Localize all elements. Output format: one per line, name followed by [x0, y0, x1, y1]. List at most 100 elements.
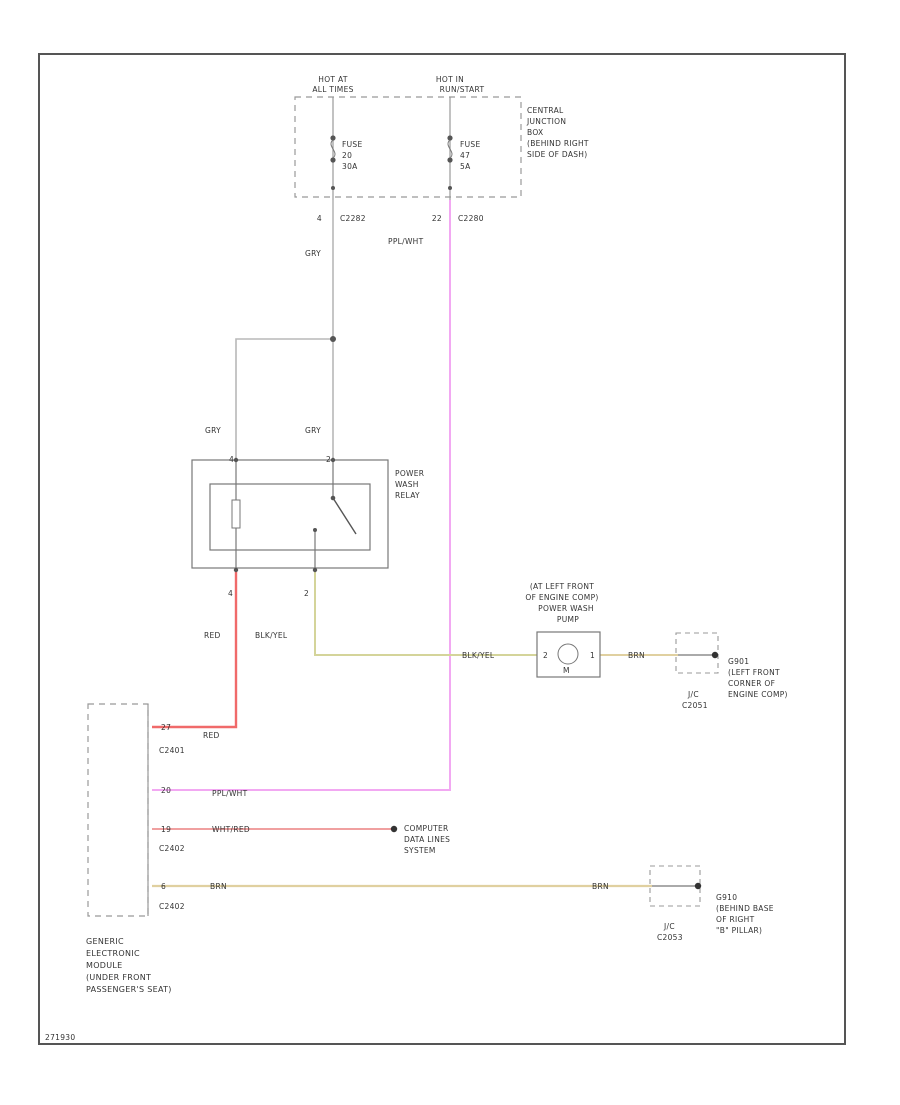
- cjb-pin-a: 4: [317, 214, 322, 223]
- pump-motor-icon: [557, 643, 579, 665]
- wire-gry-right-label: GRY: [305, 426, 321, 435]
- relay-label-2: WASH: [395, 480, 419, 489]
- gem-pin-red: 27: [161, 723, 171, 732]
- diagram-frame: [38, 53, 846, 1045]
- pump-pin-code: M: [563, 666, 570, 675]
- hot-at-all-times-label-2: ALL TIMES: [312, 85, 353, 94]
- relay-coil: [231, 499, 241, 529]
- jc-c2051-code: C2051: [682, 701, 708, 710]
- wire-blk-yel-label: BLK/YEL: [255, 631, 288, 640]
- relay-label-1: POWER: [395, 469, 424, 478]
- cjb-label-3: BOX: [527, 128, 543, 137]
- cjb-label-1: CENTRAL: [527, 106, 564, 115]
- gem-conn-whtred: C2402: [159, 844, 185, 853]
- gem-label-3: MODULE: [86, 961, 123, 970]
- computer-label-1: COMPUTER: [404, 824, 449, 833]
- hot-at-all-times-label-1: HOT AT: [318, 75, 348, 84]
- pump-box: [536, 631, 601, 678]
- wire-red-label: RED: [204, 631, 221, 640]
- gem-outline: [87, 703, 149, 917]
- gem-label-5: PASSENGER'S SEAT): [86, 985, 172, 994]
- computer-data-lines-dot: [390, 825, 398, 833]
- g910-label-1: G910: [716, 893, 737, 902]
- fuse-20-label-1: FUSE: [342, 140, 363, 149]
- gem-pin-ppl: 20: [161, 786, 171, 795]
- relay-pin-bottom-right: 2: [304, 589, 309, 598]
- wire-wht-red-label: WHT/RED: [212, 825, 250, 834]
- power-wash-pump: (AT LEFT FRONT OF ENGINE COMP) POWER WAS…: [525, 582, 601, 678]
- g901-label-1: G901: [728, 657, 749, 666]
- relay-switch-arm: [332, 497, 357, 535]
- wire-blk-yel-pump-label: BLK/YEL: [462, 651, 495, 660]
- wire-gry-branch: [235, 338, 333, 458]
- wire-brn-right-label: BRN: [592, 882, 609, 891]
- pump-label-2: OF ENGINE COMP): [525, 593, 598, 602]
- g910-label-4: "B" PILLAR): [716, 926, 762, 935]
- fuse-20: FUSE 20 30A: [330, 97, 362, 200]
- power-wash-relay: POWER WASH RELAY 4 2 4 2: [191, 455, 424, 598]
- jc-c2051-label: J/C: [687, 690, 699, 699]
- hot-in-run-start-label-1: HOT IN: [436, 75, 464, 84]
- wire-ppl-wht-module-label: PPL/WHT: [212, 789, 248, 798]
- cjb-pin-b: 22: [432, 214, 442, 223]
- wire-red: [152, 572, 238, 729]
- hot-in-run-start-label-2: RUN/START: [440, 85, 485, 94]
- gem-label-1: GENERIC: [86, 937, 124, 946]
- fuse-20-label-2: 20: [342, 151, 352, 160]
- wire-gry-label: GRY: [305, 249, 321, 258]
- wire-ppl-wht: [152, 200, 451, 791]
- fuse-47-label-3: 5A: [460, 162, 471, 171]
- wire-brn-pump-label: BRN: [628, 651, 645, 660]
- relay-label-3: RELAY: [395, 491, 420, 500]
- wire-red-module-label: RED: [203, 731, 220, 740]
- cjb-label-2: JUNCTION: [526, 117, 566, 126]
- ground-g901: J/C C2051 G901 (LEFT FRONT CORNER OF ENG…: [675, 632, 788, 710]
- gem-conn-red: C2401: [159, 746, 185, 755]
- generic-electronic-module: 27 C2401 20 19 C2402 6 C2402 RED PPL/WHT…: [86, 703, 248, 994]
- cjb-label-4: (BEHIND RIGHT: [527, 139, 589, 148]
- wire-ppl-wht-top-label: PPL/WHT: [388, 237, 424, 246]
- relay-inner: [209, 483, 371, 551]
- pump-pin-right: 1: [590, 651, 595, 660]
- computer-label-3: SYSTEM: [404, 846, 436, 855]
- g901-label-4: ENGINE COMP): [728, 690, 788, 699]
- diagram-code: 271930: [45, 1033, 75, 1042]
- computer-label-2: DATA LINES: [404, 835, 450, 844]
- gem-conn-brn: C2402: [159, 902, 185, 911]
- g901-label-2: (LEFT FRONT: [728, 668, 780, 677]
- gem-label-2: ELECTRONIC: [86, 949, 140, 958]
- relay-pin-top-left: 4: [229, 455, 234, 464]
- pump-label-1: (AT LEFT FRONT: [530, 582, 594, 591]
- pump-label-4: PUMP: [557, 615, 579, 624]
- jc-c2053-label: J/C: [663, 922, 675, 931]
- gem-pin-whtred: 19: [161, 825, 171, 834]
- jc-c2051-box: [675, 632, 719, 674]
- fuse-47-label-1: FUSE: [460, 140, 481, 149]
- pump-label-3: POWER WASH: [538, 604, 594, 613]
- g910-label-2: (BEHIND BASE: [716, 904, 774, 913]
- relay-outer: [191, 459, 389, 569]
- cjb-conn-a: C2282: [340, 214, 366, 223]
- cjb-label-5: SIDE OF DASH): [527, 150, 587, 159]
- fuse-20-label-3: 30A: [342, 162, 358, 171]
- wire-brn-module-label: BRN: [210, 882, 227, 891]
- g910-label-3: OF RIGHT: [716, 915, 755, 924]
- wire-gry-left-label: GRY: [205, 426, 221, 435]
- fuse-47-label-2: 47: [460, 151, 470, 160]
- splice-gry: [330, 336, 336, 342]
- ground-g910: J/C C2053 G910 (BEHIND BASE OF RIGHT "B"…: [649, 865, 774, 942]
- pump-pin-left: 2: [543, 651, 548, 660]
- fuse-47: FUSE 47 5A: [447, 97, 480, 200]
- relay-pin-top-right: 2: [326, 455, 331, 464]
- g901-label-3: CORNER OF: [728, 679, 775, 688]
- jc-c2053-code: C2053: [657, 933, 683, 942]
- central-junction-box: HOT AT ALL TIMES HOT IN RUN/START CENTRA…: [294, 75, 589, 223]
- wire-blk-yel: [314, 572, 537, 656]
- gem-label-4: (UNDER FRONT: [86, 973, 151, 982]
- cjb-outline: [294, 96, 522, 198]
- gem-pin-brn: 6: [161, 882, 166, 891]
- relay-pin-bottom-left: 4: [228, 589, 233, 598]
- cjb-conn-b: C2280: [458, 214, 484, 223]
